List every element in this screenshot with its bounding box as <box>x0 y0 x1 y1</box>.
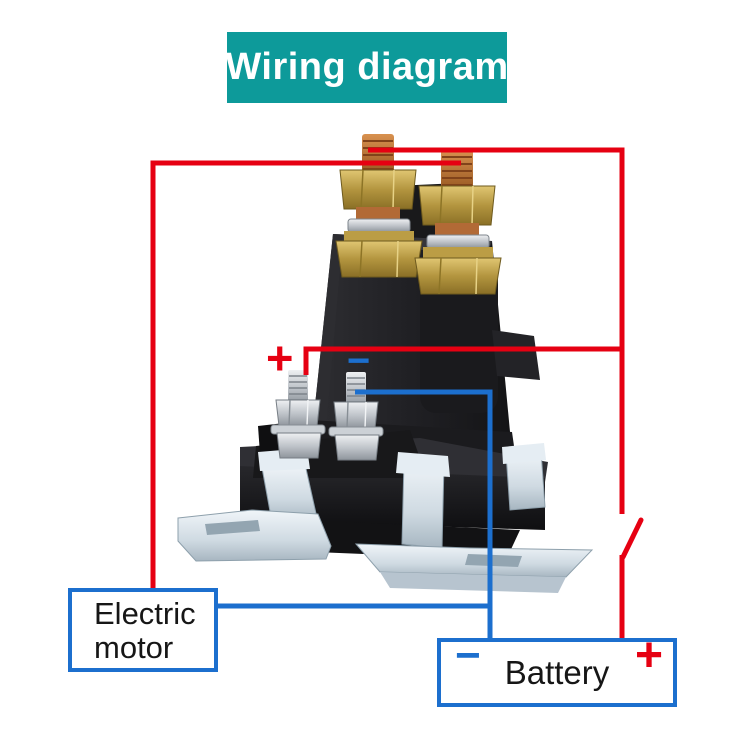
relay-photo <box>177 134 594 593</box>
coil-negative-label: − <box>347 339 371 383</box>
battery-negative-label: − <box>455 631 481 680</box>
wire-coil-positive <box>303 346 622 375</box>
terminal-small-negative <box>328 372 384 461</box>
mounting-bracket-right <box>354 443 594 593</box>
wire-motor-power-red <box>150 160 461 590</box>
battery-label: Battery <box>504 653 610 691</box>
mounting-bracket-left <box>177 448 332 562</box>
coil-positive-label: + <box>266 331 294 384</box>
wire-coil-negative <box>355 389 493 640</box>
battery-positive-label: + <box>634 629 663 682</box>
page-title: Wiring diagram <box>225 46 509 88</box>
terminal-large-left <box>335 134 423 278</box>
title-banner: Wiring diagram <box>225 32 509 103</box>
battery-box: − Battery + <box>437 632 677 707</box>
electric-motor-box: Electric motor <box>68 588 218 672</box>
relay-body-recess <box>420 258 498 413</box>
terminal-small-positive <box>270 370 326 459</box>
electric-motor-label: Electric motor <box>94 596 196 665</box>
terminal-large-right <box>414 150 502 295</box>
switch-symbol <box>620 517 644 560</box>
wire-battery-positive-upper <box>368 147 625 514</box>
